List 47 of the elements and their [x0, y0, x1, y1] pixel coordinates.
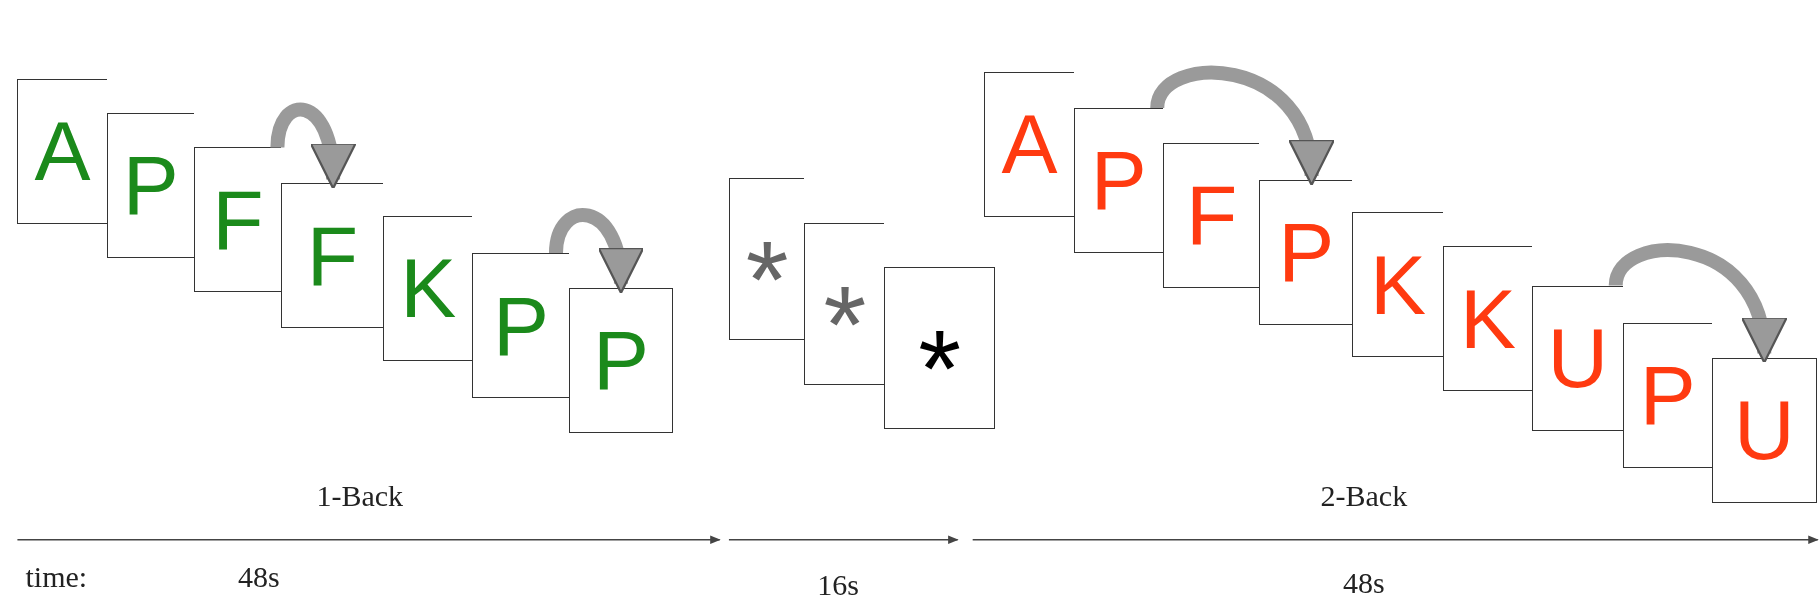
stimulus-card — [1532, 285, 1623, 431]
stimulus-letter: F — [1186, 173, 1238, 258]
stimulus-card — [1259, 179, 1353, 325]
duration-label: 16s — [817, 568, 859, 603]
stimulus-card — [1073, 107, 1164, 253]
stimulus-letter: U — [1547, 316, 1609, 401]
fixation-asterisk: * — [918, 313, 961, 424]
stimulus-card — [17, 78, 107, 224]
stimulus-letter: P — [592, 318, 649, 403]
stimulus-card — [193, 147, 281, 293]
stimulus-card — [106, 112, 194, 258]
stimulus-letter: A — [1001, 102, 1058, 187]
stimulus-card — [1163, 142, 1260, 288]
duration-label: 48s — [237, 560, 280, 595]
stimulus-letter: P — [1639, 353, 1696, 438]
fixation-asterisk: * — [823, 269, 867, 380]
stimulus-card — [472, 253, 569, 399]
stimulus-letter: K — [1369, 242, 1426, 327]
axis-label: time: — [25, 560, 88, 595]
stimulus-card — [1442, 246, 1533, 392]
stimulus-card — [1622, 322, 1713, 468]
stimulus-letter: P — [493, 283, 550, 368]
stimulus-letter: K — [400, 246, 457, 331]
task-label: 1-Back — [316, 479, 404, 514]
stimulus-card — [804, 222, 885, 386]
stimulus-letter: U — [1733, 388, 1795, 473]
fixation-asterisk: * — [745, 223, 789, 334]
stimulus-letter: P — [1090, 138, 1147, 223]
duration-label: 48s — [1343, 566, 1385, 601]
stimulus-letter: P — [1278, 210, 1335, 295]
curved-arrow — [549, 208, 643, 294]
stimulus-card — [280, 183, 384, 329]
stimulus-letter: F — [306, 213, 359, 298]
stimulus-letter: A — [34, 109, 91, 194]
curved-arrow — [1608, 243, 1784, 364]
stimulus-letter: P — [122, 143, 179, 228]
task-label: 2-Back — [1320, 479, 1408, 514]
stimulus-card — [884, 266, 995, 430]
curved-arrow — [270, 102, 355, 190]
stimulus-letter: K — [1459, 276, 1516, 361]
stimulus-card — [1712, 357, 1817, 503]
stimulus-card — [1352, 212, 1443, 358]
stimulus-card — [568, 287, 674, 433]
stimulus-card — [728, 177, 805, 341]
stimulus-letter: F — [212, 177, 264, 262]
stimulus-card — [383, 215, 473, 361]
stimulus-card — [984, 71, 1074, 218]
